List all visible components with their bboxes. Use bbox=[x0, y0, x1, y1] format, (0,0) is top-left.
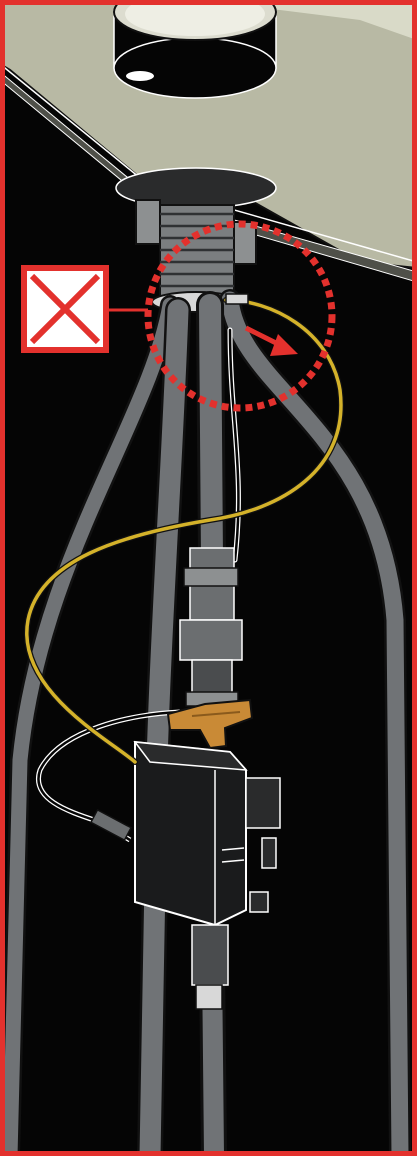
faucet-base bbox=[114, 0, 276, 98]
valve-outlet bbox=[192, 925, 228, 1009]
